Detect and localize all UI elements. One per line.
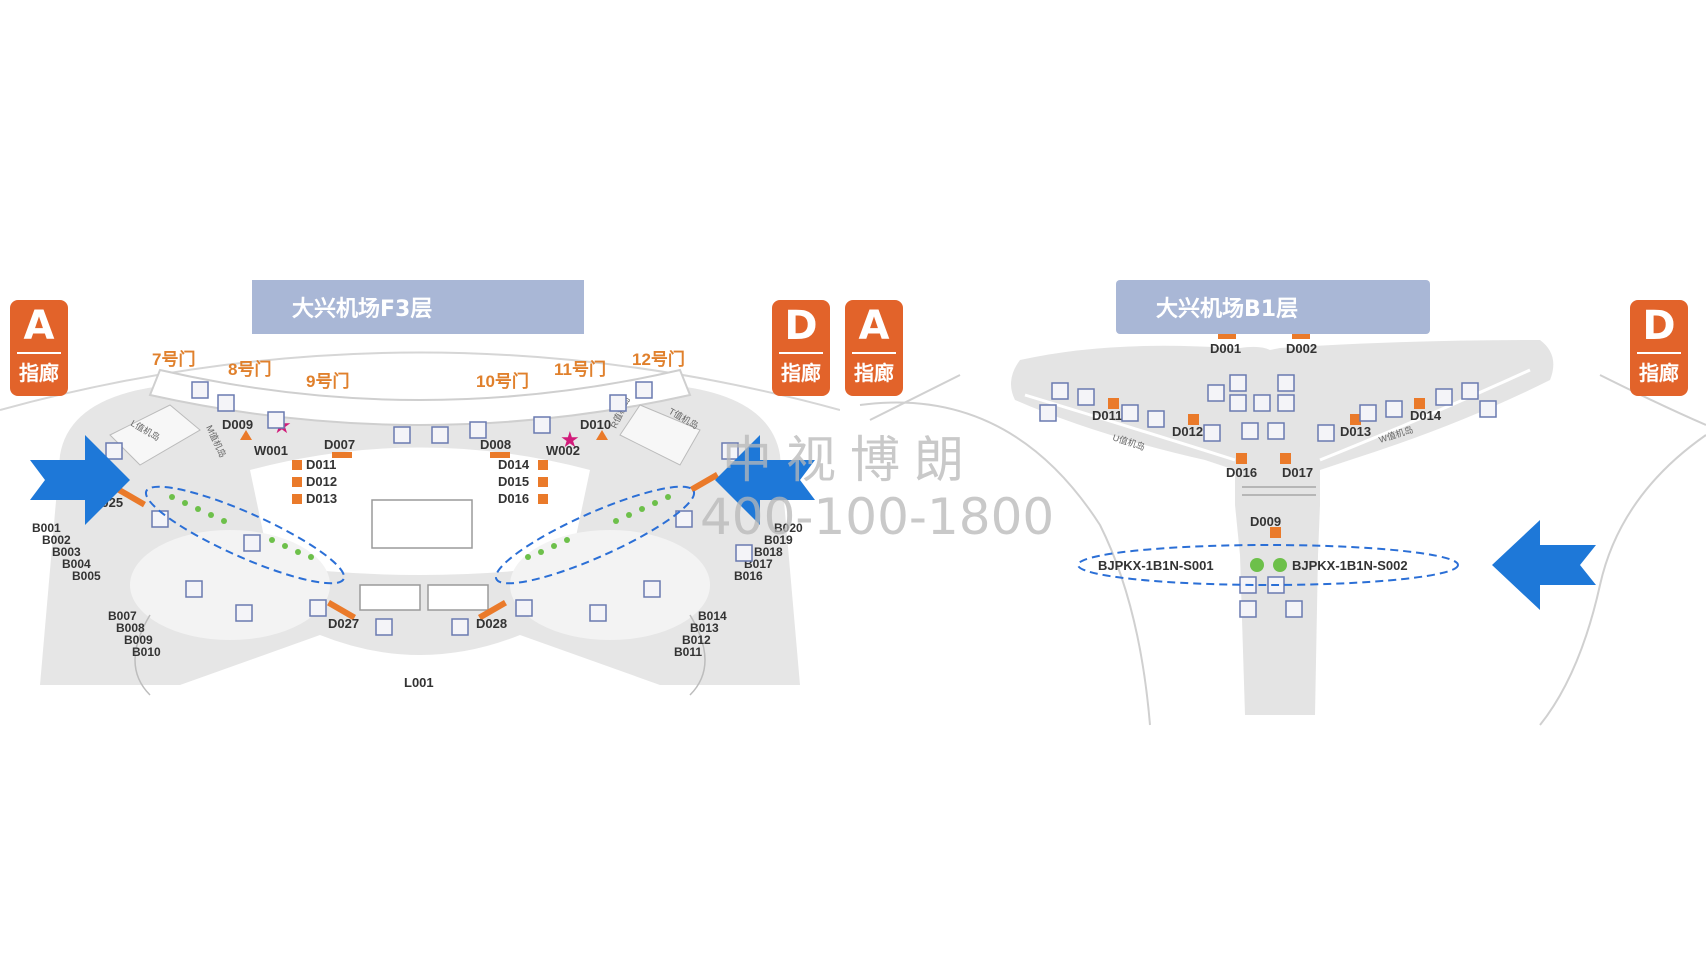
f3-title-bar: 大兴机场F3层 — [252, 280, 584, 334]
b1-title: 大兴机场B1层 — [1156, 297, 1299, 322]
f3-map-panel: 7号门 8号门 9号门 10号门 11号门 12号门 ★ ★ D009 W001… — [0, 255, 841, 745]
svg-text:B014: B014 — [698, 609, 727, 623]
pier-letter: A — [23, 303, 55, 349]
svg-text:B001: B001 — [32, 521, 61, 535]
store-label: D010 — [580, 417, 611, 432]
svg-text:B018: B018 — [754, 545, 783, 559]
store-label: D009 — [222, 417, 253, 432]
store-label: W001 — [254, 443, 288, 458]
divider — [779, 352, 823, 354]
gate-label: 12号门 — [632, 349, 685, 369]
b1-title-bar: 大兴机场B1层 — [1116, 280, 1430, 334]
pier-label: 指廊 — [781, 361, 821, 385]
b1-pier-a-badge: A 指廊 — [845, 300, 903, 396]
svg-text:B012: B012 — [682, 633, 711, 647]
ad-spot-dot — [1250, 558, 1264, 572]
b1-pier-d-badge: D 指廊 — [1630, 300, 1688, 396]
gate-label: 9号门 — [306, 371, 349, 391]
ad-spot-dot — [1273, 558, 1287, 572]
ad-spot-label: BJPKX-1B1N-S001 — [1098, 558, 1214, 573]
store-label: D007 — [324, 437, 355, 452]
gate-label: 8号门 — [228, 359, 271, 379]
store-label: D016 — [1226, 465, 1257, 480]
store-label: D009 — [1250, 514, 1281, 529]
store-label: D002 — [1286, 341, 1317, 356]
pier-label: 指廊 — [854, 361, 894, 385]
pier-label: 指廊 — [1639, 361, 1679, 385]
store-label: D014 — [498, 457, 530, 472]
svg-text:B009: B009 — [124, 633, 153, 647]
f3-title: 大兴机场F3层 — [292, 297, 433, 322]
store-label: D012 — [306, 474, 337, 489]
svg-text:B002: B002 — [42, 533, 71, 547]
f3-floor-plan: 7号门 8号门 9号门 10号门 11号门 12号门 ★ ★ D009 W001… — [0, 349, 841, 696]
store-label: W002 — [546, 443, 580, 458]
svg-text:B013: B013 — [690, 621, 719, 635]
highlight-zone-left — [144, 485, 346, 585]
store-label: D011 — [1092, 408, 1122, 423]
svg-text:B020: B020 — [774, 521, 803, 535]
pier-letter: A — [858, 303, 890, 349]
store-label: D017 — [1282, 465, 1313, 480]
store-label: D011 — [306, 457, 336, 472]
gate-label: 7号门 — [152, 349, 195, 369]
store-label: D012 — [1172, 424, 1203, 439]
divider — [1637, 352, 1681, 354]
pier-letter: D — [784, 303, 818, 349]
store-label: D016 — [498, 491, 529, 506]
store-label: D028 — [476, 616, 507, 631]
b1-floor-plan: D001 D002 D011 D012 D013 D014 D016 D017 … — [859, 332, 1706, 726]
store-label: D015 — [498, 474, 529, 489]
highlight-zone-right — [494, 485, 696, 585]
store-label: D008 — [480, 437, 511, 452]
store-label: D001 — [1210, 341, 1241, 356]
svg-text:B019: B019 — [764, 533, 793, 547]
store-label: D013 — [306, 491, 337, 506]
svg-text:B003: B003 — [52, 545, 81, 559]
svg-text:B016: B016 — [734, 569, 763, 583]
gate-label: 11号门 — [554, 359, 606, 379]
gate-label: 10号门 — [476, 371, 529, 391]
svg-text:B005: B005 — [72, 569, 101, 583]
f3-pier-d-badge: D 指廊 — [772, 300, 830, 396]
ad-spot-label: BJPKX-1B1N-S002 — [1292, 558, 1408, 573]
store-label: D014 — [1410, 408, 1442, 423]
store-label: D027 — [328, 616, 359, 631]
svg-text:B007: B007 — [108, 609, 137, 623]
pointer-arrow-left — [30, 435, 130, 525]
svg-text:B004: B004 — [62, 557, 91, 571]
f3-pier-a-badge: A 指廊 — [10, 300, 68, 396]
pier-label: 指廊 — [19, 361, 59, 385]
store-label: D013 — [1340, 424, 1371, 439]
b1-map-panel: D001 D002 D011 D012 D013 D014 D016 D017 … — [840, 255, 1706, 745]
divider — [17, 352, 61, 354]
pointer-arrow-b1 — [1492, 520, 1596, 610]
divider — [852, 352, 896, 354]
highlight-zone-b1 — [1077, 544, 1459, 586]
svg-text:B008: B008 — [116, 621, 145, 635]
svg-text:B010: B010 — [132, 645, 161, 659]
svg-text:★: ★ — [560, 427, 580, 452]
svg-text:B011: B011 — [674, 645, 702, 659]
pier-letter: D — [1642, 303, 1676, 349]
pointer-arrow-right — [715, 435, 815, 525]
store-label: L001 — [404, 675, 434, 690]
